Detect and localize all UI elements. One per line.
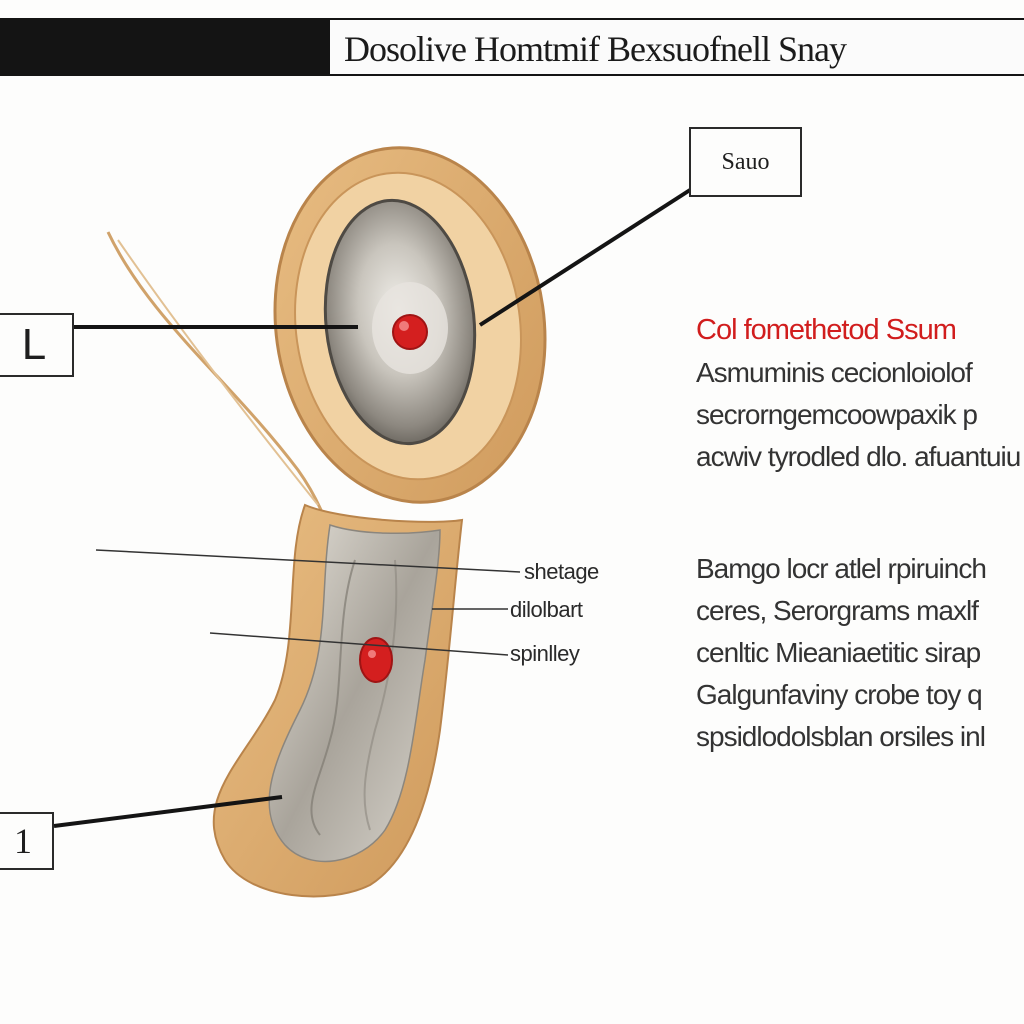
label-box-top-right: Sauo [689,127,802,197]
description-line: cenltic Mieaniaetitic sirap [696,637,981,668]
leader-line-spinlley [209,632,509,656]
leader-line-1 [53,795,283,828]
description-line: Galgunfaviny crobe toy q [696,679,983,710]
diagram-title: Dosolive Homtmif Bexsuofnell Snay [344,29,847,69]
description-line: Asmuminis cecionloiolof [696,357,973,388]
description-line: Bamgo locr atlel rpiruinch [696,553,987,584]
description-line: spsidlodolsblan orsiles inl [696,721,986,752]
callout-label: shetage [524,559,599,584]
upper-nucleus-highlight [399,321,409,331]
stem-inner [268,524,441,863]
title-panel: Dosolive Homtmif Bexsuofnell Snay [330,20,1024,74]
leader-line-shetage [95,549,521,573]
lower-nucleus-highlight [368,650,376,658]
description-line: acwiv tyrodled dlo. afuantuiu [696,441,1021,472]
leader-line-s [478,188,692,327]
label-box-bottom-left: 1 [0,812,54,870]
label-box-left: L [0,313,74,377]
description-line: ceres, Serorgrams maxlf [696,595,979,626]
description-block-1: Col fomethetod Ssum Asmuminis cecionloio… [696,312,1022,478]
callout-label: spinlley [510,641,580,666]
description-line: secrorngemcoowpaxik p [696,399,978,430]
description-block-2: Bamgo locr atlel rpiruinch ceres, Serorg… [696,548,1022,758]
stem-swirl-1 [310,559,356,836]
left-strand-2 [117,239,319,506]
description-heading: Col fomethetod Ssum [696,314,957,346]
lower-nucleus [359,637,393,683]
upper-nucleus [392,314,428,350]
stem-swirl-2 [363,559,398,831]
callout-label: dilolbart [510,597,583,622]
